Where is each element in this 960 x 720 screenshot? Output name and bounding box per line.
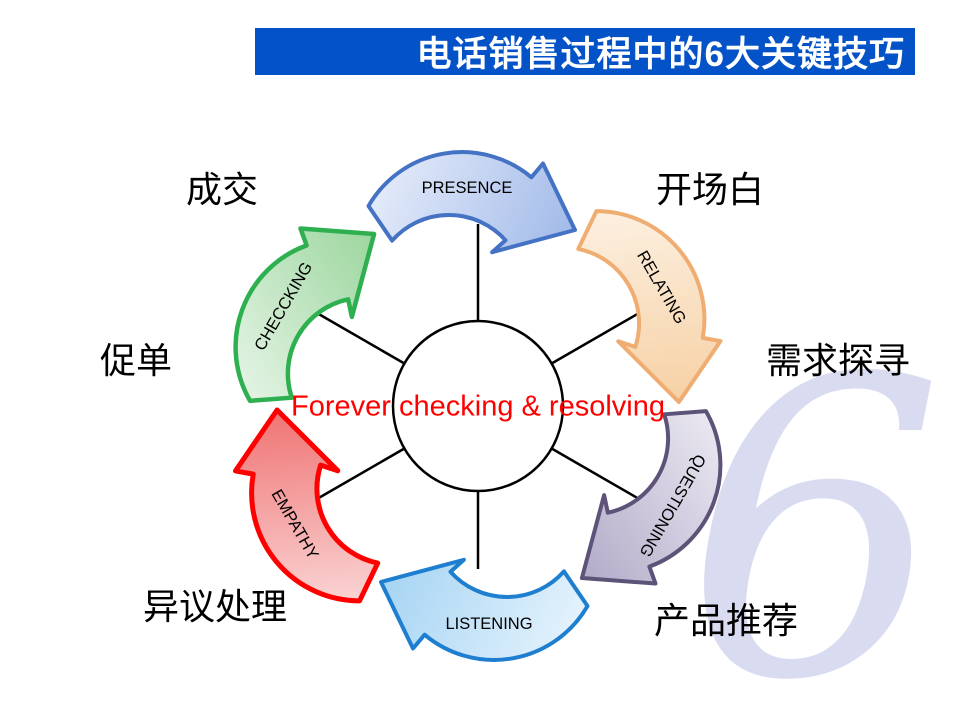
arrow-listening (379, 557, 590, 662)
label-kaichangbai: 开场白 (655, 169, 765, 210)
arrow-label-presence: PRESENCE (422, 179, 513, 197)
title-bar: 电话销售过程中的6大关键技巧 (255, 28, 915, 75)
arrow-label-listening: LISTENING (445, 615, 532, 633)
spoke-questioning (550, 447, 645, 504)
spoke-checcking (314, 310, 406, 365)
spoke-empathy (314, 447, 406, 502)
watermark-6: 6 (684, 292, 945, 720)
arrow-relating (576, 209, 723, 405)
hub-circle (391, 319, 565, 493)
arrow-checcking (233, 226, 377, 404)
label-chengjiao: 成交 (185, 169, 259, 210)
center-caption: Forever checking & resolving (291, 390, 665, 423)
label-yiyi: 异议处理 (142, 586, 288, 627)
label-xuqiu: 需求探寻 (765, 340, 911, 381)
arrow-empathy (232, 407, 381, 604)
page-title: 电话销售过程中的6大关键技巧 (416, 35, 905, 74)
spoke-relating (550, 308, 645, 365)
label-cudan: 促单 (99, 340, 173, 381)
arrow-presence (366, 150, 577, 255)
label-chanpin: 产品推荐 (653, 600, 799, 641)
curved-arrows (232, 150, 723, 662)
arrow-questioning (579, 409, 723, 586)
spoke-lines (314, 224, 645, 569)
